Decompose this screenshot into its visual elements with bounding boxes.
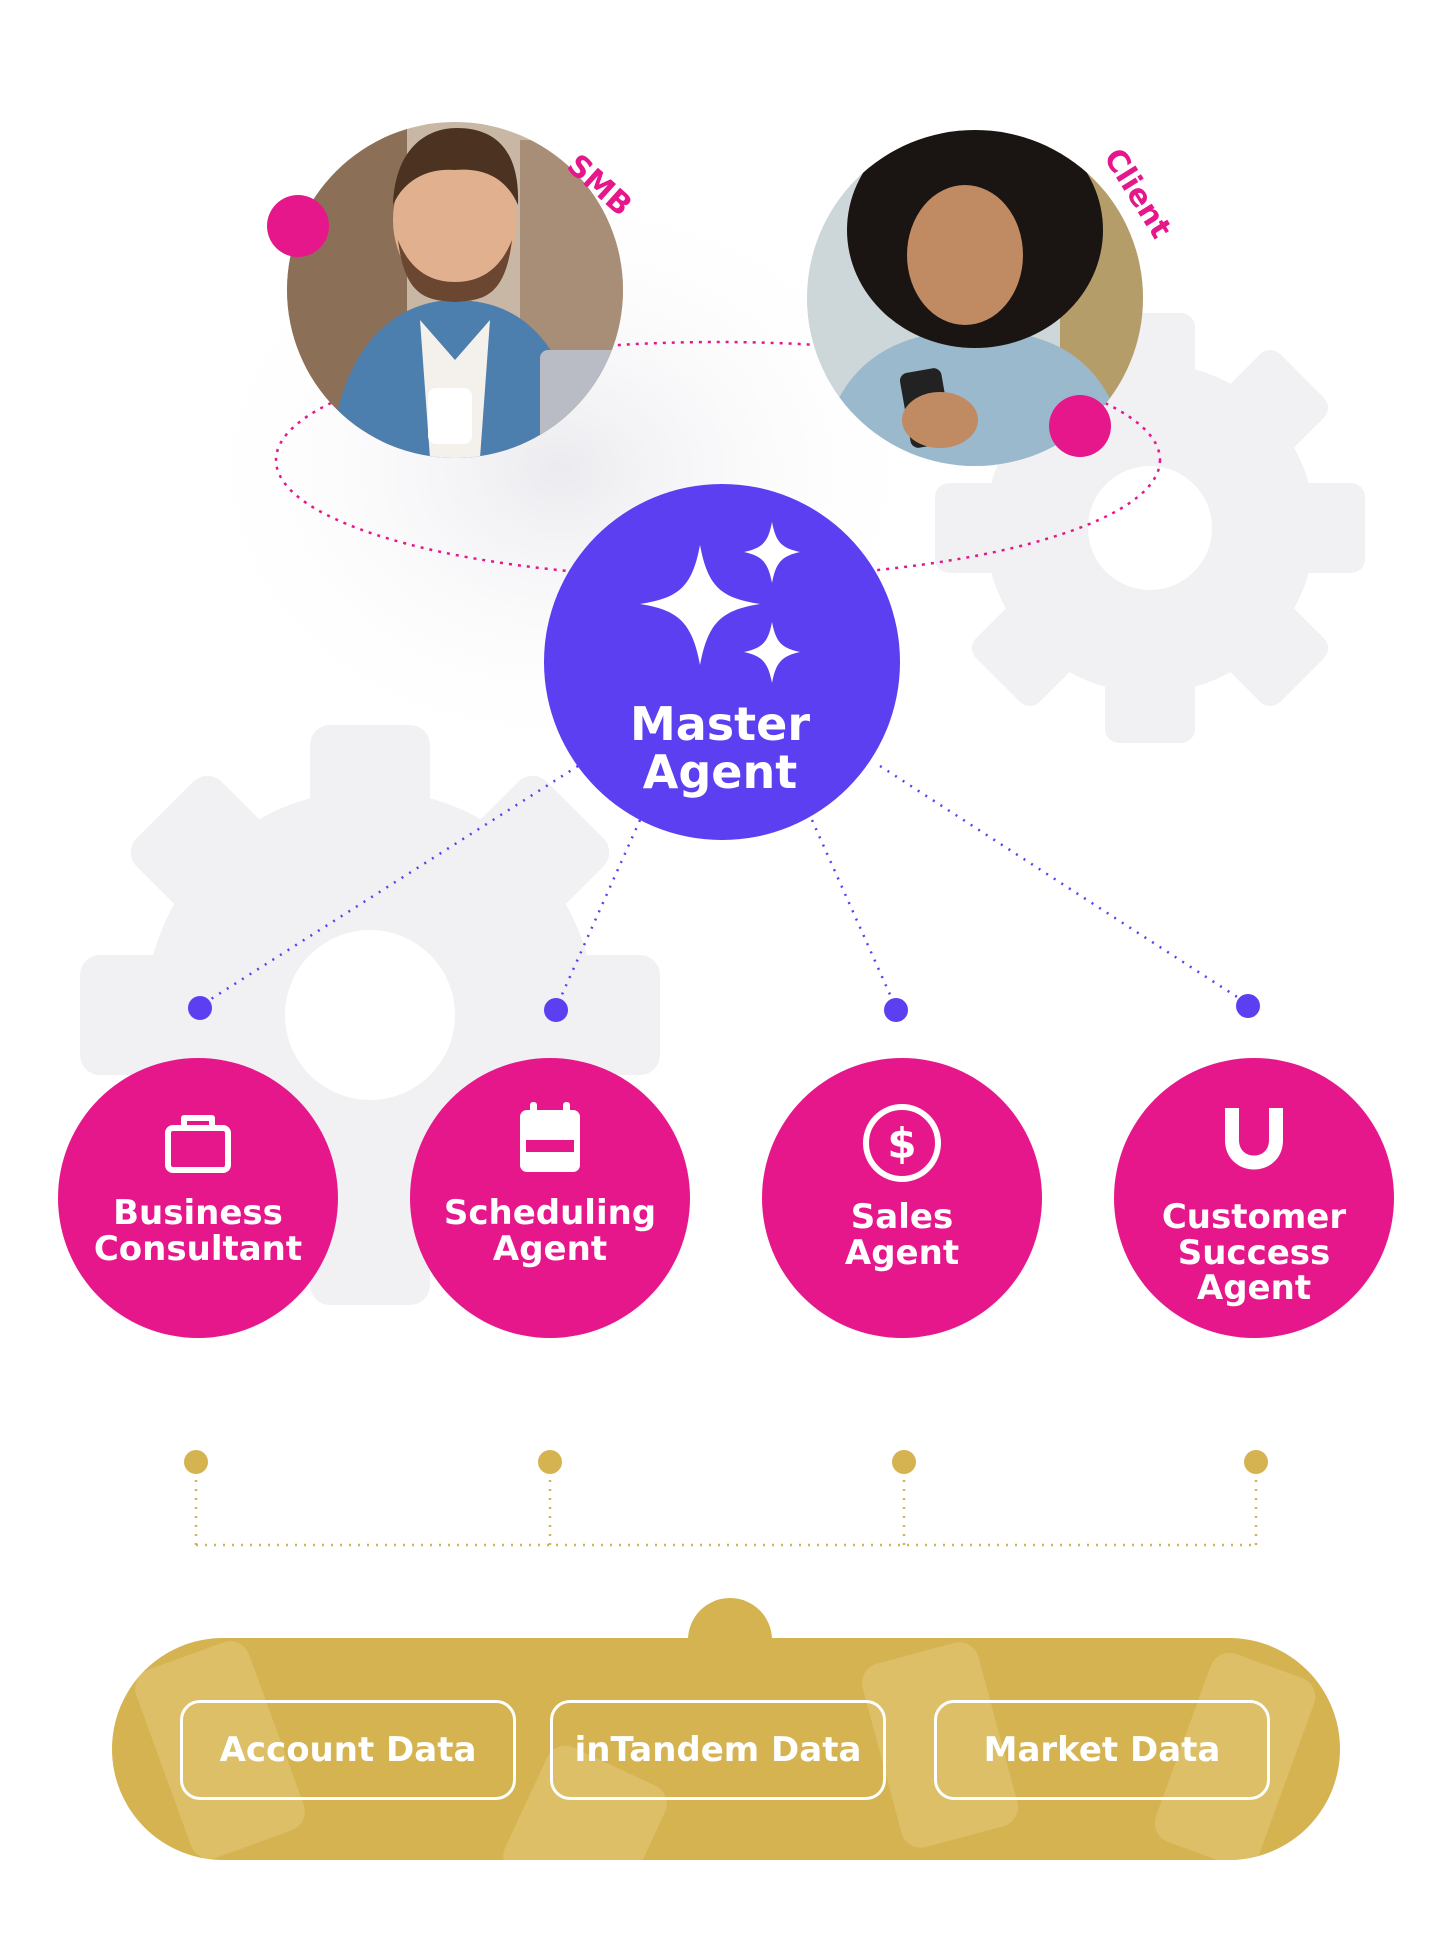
sparkles-icon (640, 522, 800, 683)
agent-label-business-consultant: Business Consultant (93, 1193, 303, 1269)
magnet-icon (1225, 1108, 1283, 1170)
data-bar-pattern (135, 1641, 1316, 1860)
agent-node-scheduling-agent (410, 1058, 690, 1338)
agent-node-customer-success-agent (1114, 1058, 1394, 1338)
data-source-intandem-data: inTandem Data (550, 1700, 886, 1800)
connector-dot (538, 1450, 562, 1474)
master-agent-label: Master Agent (629, 697, 811, 800)
connector-dot (1244, 1450, 1268, 1474)
connector-dot (544, 998, 568, 1022)
dollar-icon: $ (863, 1104, 941, 1182)
master-agent-node (544, 484, 900, 840)
connector-dot (884, 998, 908, 1022)
data-source-market-data: Market Data (934, 1700, 1270, 1800)
agent-node-sales-agent (762, 1058, 1042, 1338)
agent-label-scheduling-agent: Scheduling Agent (443, 1193, 657, 1269)
connector-dot (188, 996, 212, 1020)
connector-dot (892, 1450, 916, 1474)
data-bar (112, 1638, 1340, 1860)
connector-dot (184, 1450, 208, 1474)
briefcase-icon (165, 1115, 231, 1173)
agent-label-customer-success-agent: Customer Success Agent (1161, 1197, 1347, 1309)
data-source-account-data: Account Data (180, 1700, 516, 1800)
client-indicator-dot (1049, 395, 1111, 457)
calendar-icon (520, 1102, 580, 1172)
agent-node-business-consultant (58, 1058, 338, 1338)
connector-dot (1236, 994, 1260, 1018)
smb-indicator-dot (267, 195, 329, 257)
svg-text:$: $ (887, 1119, 916, 1168)
agent-label-sales-agent: Sales Agent (844, 1197, 960, 1273)
data-connectors (194, 1462, 1258, 1547)
master-agent-connectors (199, 764, 1249, 1009)
smb-photo (287, 122, 623, 458)
